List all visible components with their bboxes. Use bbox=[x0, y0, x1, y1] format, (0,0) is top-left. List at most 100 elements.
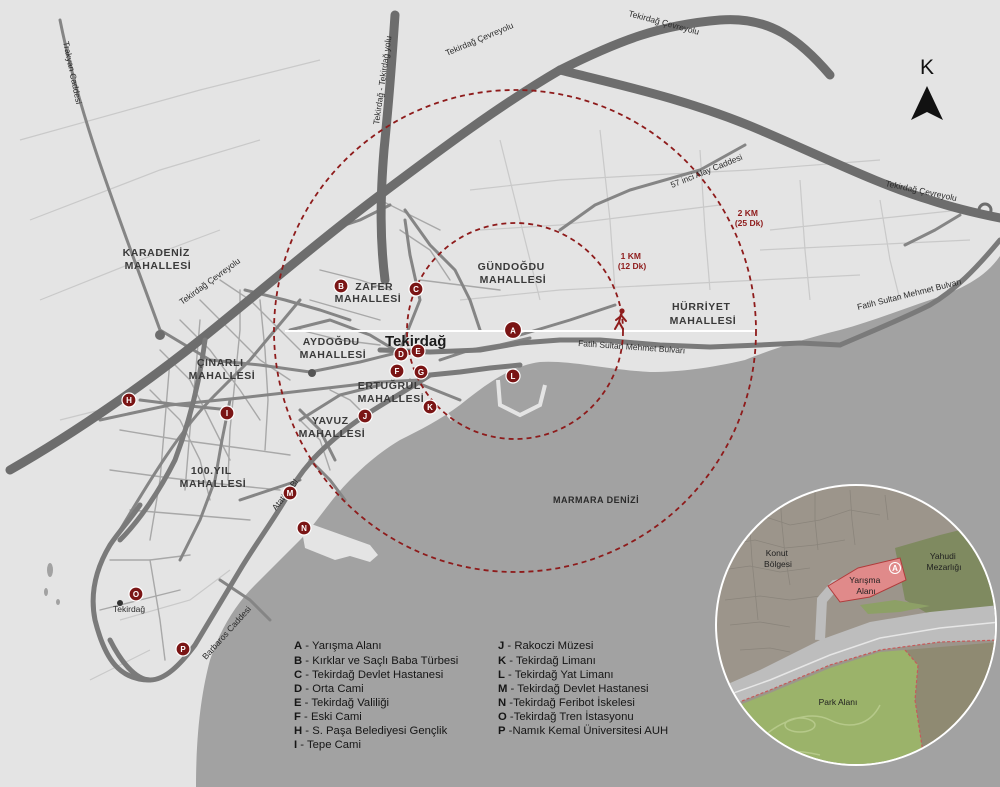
road-label-station: Tekirdağ bbox=[113, 604, 145, 614]
marker-d[interactable]: D bbox=[393, 346, 409, 362]
legend-item: L - Tekirdağ Yat Limanı bbox=[498, 669, 614, 681]
inset-boundary bbox=[904, 649, 926, 764]
svg-text:C: C bbox=[413, 285, 419, 294]
legend-item: J - Rakoczi Müzesi bbox=[498, 640, 593, 652]
svg-text:H: H bbox=[126, 396, 132, 405]
marker-p[interactable]: P bbox=[175, 641, 191, 657]
marker-h[interactable]: H bbox=[121, 392, 137, 408]
svg-text:F: F bbox=[395, 367, 400, 376]
neighborhood-labels: KARADENİZ MAHALLESİ ZAFER MAHALLESİ GÜND… bbox=[123, 246, 737, 490]
junction bbox=[308, 369, 316, 377]
inset-competition-area bbox=[827, 557, 907, 603]
svg-text:B: B bbox=[338, 282, 344, 291]
marker-g[interactable]: G bbox=[413, 364, 429, 380]
neighborhood-gundogdu: GÜNDOĞDU MAHALLESİ bbox=[478, 260, 549, 286]
site-inset-map: Konut Bölgesi Yahudi Mezarlığı Yarışma A… bbox=[715, 484, 997, 766]
legend-item: E - Tekirdağ Valiliği bbox=[294, 697, 389, 709]
svg-text:K: K bbox=[427, 403, 433, 412]
legend-item: P -Namık Kemal Üniversitesi AUH bbox=[498, 725, 668, 737]
legend-item: D - Orta Cami bbox=[294, 683, 364, 695]
legend-column-left: A - Yarışma Alanı B - Kırklar ve Saçlı B… bbox=[294, 640, 458, 751]
inset-label-yarisma: Yarışma Alanı bbox=[849, 575, 882, 596]
urban-streets bbox=[99, 199, 501, 661]
neighborhood-yavuz: YAVUZ MAHALLESİ bbox=[299, 415, 366, 440]
pedestrian-icon bbox=[614, 308, 627, 330]
legend-item: C - Tekirdağ Devlet Hastanesi bbox=[294, 669, 443, 681]
marker-a[interactable]: A bbox=[503, 320, 523, 340]
svg-text:A: A bbox=[892, 564, 898, 573]
marker-m[interactable]: M bbox=[282, 485, 298, 501]
legend-item: A - Yarışma Alanı bbox=[294, 640, 382, 652]
ring-label-1km: 1 KM (12 Dk) bbox=[618, 251, 647, 271]
legend-item: O -Tekirdağ Tren İstasyonu bbox=[498, 710, 634, 723]
svg-text:M: M bbox=[287, 489, 294, 498]
neighborhood-ertugrul: ERTUĞRUL MAHALLESİ bbox=[358, 379, 425, 405]
neighborhood-zafer: ZAFER MAHALLESİ bbox=[335, 281, 402, 305]
neighborhood-aydogdu: AYDOĞDU MAHALLESİ bbox=[300, 335, 367, 361]
marker-b[interactable]: B bbox=[333, 278, 349, 294]
sea-label: MARMARA DENİZİ bbox=[553, 495, 639, 505]
legend-item: B - Kırklar ve Saçlı Baba Türbesi bbox=[294, 655, 458, 667]
svg-text:P: P bbox=[180, 645, 186, 654]
pond bbox=[47, 563, 53, 577]
neighborhood-karadeniz: KARADENİZ MAHALLESİ bbox=[123, 246, 194, 272]
neighborhood-100yil: 100.YIL MAHALLESİ bbox=[180, 465, 247, 490]
inset-boundary bbox=[717, 639, 995, 713]
inset-label-yahudi: Yahudi Mezarlığı bbox=[927, 551, 962, 572]
junction bbox=[155, 330, 165, 340]
legend: A - Yarışma Alanı B - Kırklar ve Saçlı B… bbox=[294, 640, 668, 751]
svg-text:D: D bbox=[398, 350, 404, 359]
north-arrow: K bbox=[911, 56, 943, 120]
marker-n[interactable]: N bbox=[296, 520, 312, 536]
distance-ring-1km bbox=[406, 222, 624, 440]
legend-item: N -Tekirdağ Feribot İskelesi bbox=[498, 696, 635, 709]
legend-column-right: J - Rakoczi Müzesi K - Tekirdağ Limanı L… bbox=[498, 640, 668, 737]
secondary-roads bbox=[58, 18, 962, 622]
svg-text:O: O bbox=[133, 590, 139, 599]
inset-marker-a[interactable]: A bbox=[888, 561, 902, 575]
legend-item: F - Eski Cami bbox=[294, 711, 362, 723]
marker-j[interactable]: J bbox=[357, 408, 373, 424]
marker-l[interactable]: L bbox=[505, 368, 521, 384]
north-label: K bbox=[920, 56, 934, 79]
north-arrow-icon bbox=[911, 86, 943, 120]
neighborhood-cinarli: ÇINARLI MAHALLESİ bbox=[189, 357, 256, 382]
svg-text:A: A bbox=[510, 327, 516, 336]
yacht-marina bbox=[496, 379, 547, 418]
marker-o[interactable]: O bbox=[128, 586, 144, 602]
neighborhood-hurriyet: HÜRRİYET MAHALLESİ bbox=[670, 300, 737, 327]
inset-label-park: Park Alanı bbox=[819, 697, 858, 707]
city-label: Tekirdağ bbox=[385, 333, 446, 350]
legend-item: M - Tekirdağ Devlet Hastanesi bbox=[498, 683, 649, 695]
marker-k[interactable]: K bbox=[422, 399, 438, 415]
railway-station-dot bbox=[117, 600, 123, 606]
inset-road-centerline bbox=[717, 621, 995, 701]
marker-c[interactable]: C bbox=[408, 281, 424, 297]
svg-text:L: L bbox=[511, 372, 516, 381]
pond bbox=[56, 599, 60, 605]
junction bbox=[977, 202, 993, 218]
inset-road bbox=[717, 605, 995, 712]
svg-text:E: E bbox=[415, 347, 421, 356]
harbour-pier-n bbox=[300, 520, 378, 562]
marker-i[interactable]: I bbox=[219, 405, 235, 421]
legend-item: H - S. Paşa Belediyesi Gençlik bbox=[294, 725, 448, 737]
pond bbox=[44, 588, 48, 596]
svg-text:J: J bbox=[363, 412, 367, 421]
legend-item: K - Tekirdağ Limanı bbox=[498, 655, 596, 667]
minor-road-network bbox=[19, 59, 971, 681]
port-breakwater bbox=[430, 388, 471, 421]
svg-text:I: I bbox=[226, 409, 228, 418]
marker-e[interactable]: E bbox=[410, 343, 426, 359]
poi-markers: A B C D E F G H bbox=[121, 278, 523, 657]
svg-text:N: N bbox=[301, 524, 307, 533]
legend-item: I - Tepe Cami bbox=[294, 739, 361, 751]
svg-text:G: G bbox=[418, 368, 424, 377]
ring-label-2km: 2 KM (25 Dk) bbox=[735, 208, 764, 228]
distance-ring-2km bbox=[273, 89, 757, 573]
marker-f[interactable]: F bbox=[389, 363, 405, 379]
inset-green-strip bbox=[860, 600, 930, 614]
main-roads bbox=[5, 10, 1000, 683]
inset-label-konut: Konut Bölgesi bbox=[764, 548, 792, 569]
